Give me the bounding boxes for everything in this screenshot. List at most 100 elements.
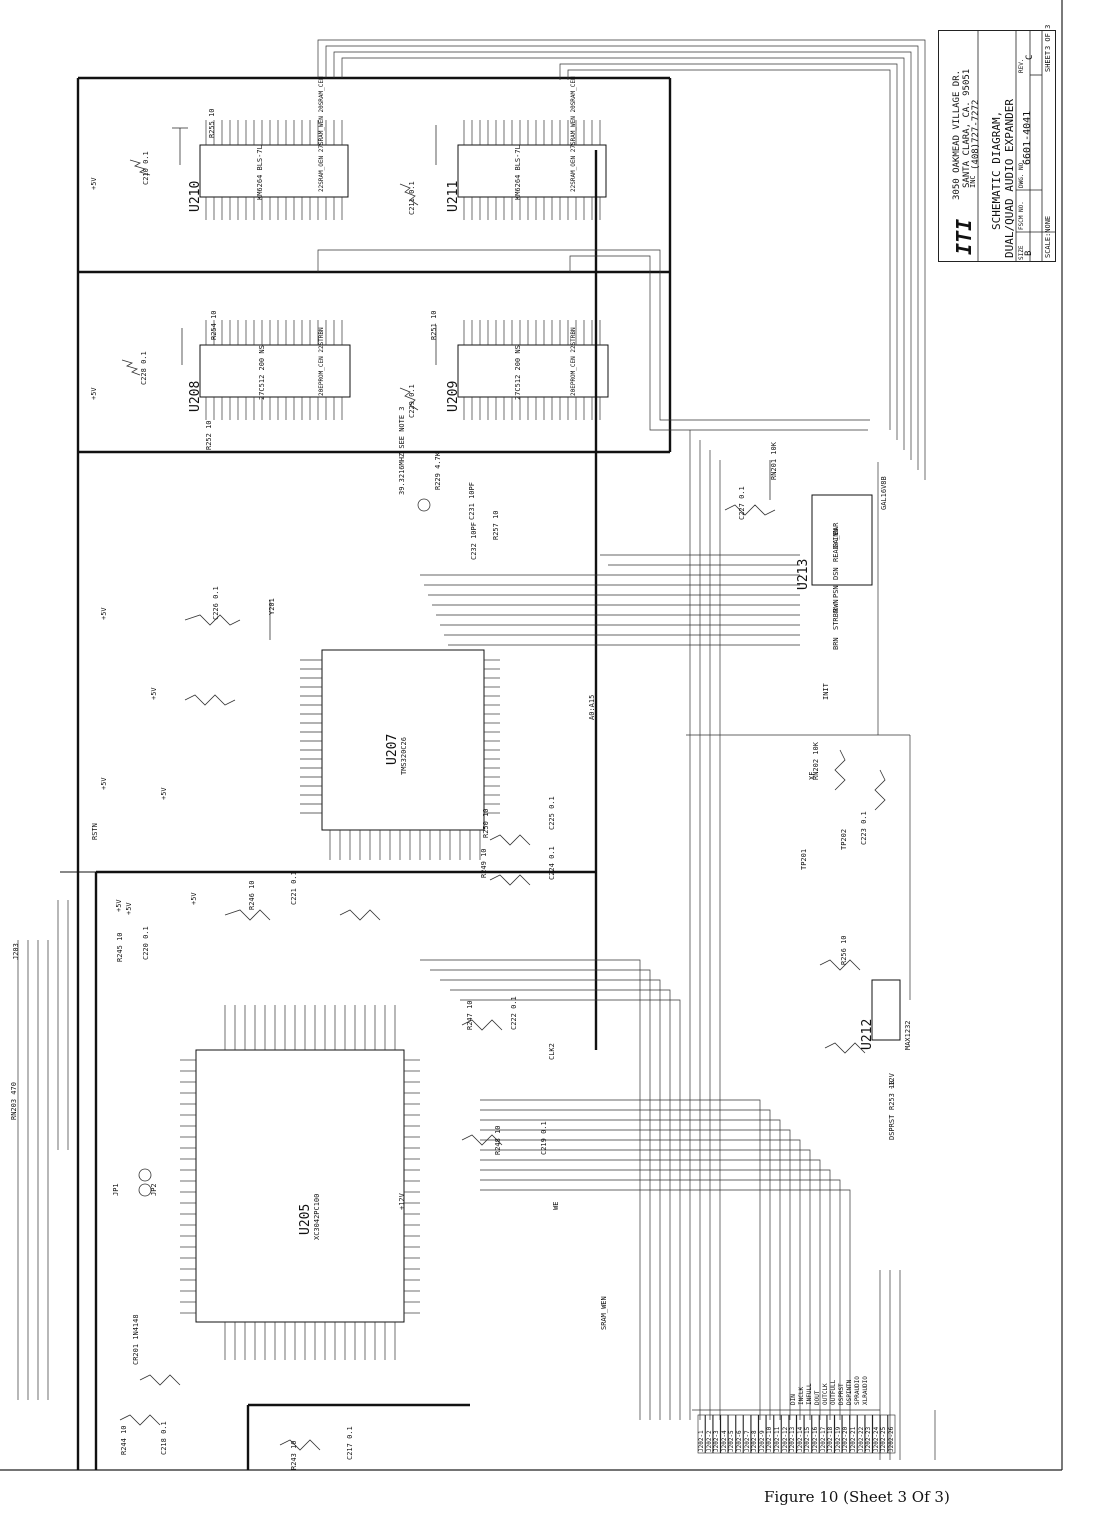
sheet-label: SHEET [1044,50,1052,72]
component-label: JP2 [150,1183,158,1196]
component-label: +5V [160,787,168,800]
connector-pin [758,1414,767,1454]
connector-j202 [697,1414,896,1454]
component-label: TP201 [800,848,808,870]
connector-pin [750,1414,759,1454]
chip-u213 [811,494,873,586]
component-label: C231 10PF [468,482,476,520]
connector-signal-label: DSPINTN [846,1379,853,1405]
connector-pin [720,1414,729,1454]
chip-ref-u205: U205 [298,1203,313,1235]
chip-part-u207: TMS320C26 [400,737,408,775]
component-label: R244 10 [120,1425,128,1455]
connector-pin [728,1414,736,1454]
title-block [938,30,1056,262]
connector-pin-label: J202-24 [872,1426,880,1452]
component-label: R249 10 [480,848,488,878]
component-label: +5V [100,607,108,620]
connector-pin-label: J202-16 [812,1426,819,1452]
component-label: R255 10 [208,108,216,138]
chip-ref-u209: U209 [446,380,461,412]
connector-signal-label: XLRAUDIO [862,1376,869,1405]
connector-pin [735,1414,744,1454]
figure-caption: Figure 10 (Sheet 3 Of 3) [764,1488,950,1506]
component-label: R250 10 [482,808,490,838]
component-label: JP1 [112,1183,120,1196]
component-label: +5V [190,892,198,905]
component-label: C218 0.1 [160,1421,168,1455]
connector-signal-label: INFULL [806,1383,813,1405]
component-label: C232 10PF [470,522,478,560]
drawing-title-2: DUAL/QUAD AUDIO EXPANDER [1003,99,1016,258]
connector-pin-label: J202-12 [781,1426,789,1452]
component-label: DSPRST [888,1114,896,1140]
component-label: R254 10 [210,310,218,340]
connector-pin-label: J202-8 [751,1430,759,1452]
chip-u212 [871,979,901,1041]
connector-pin [834,1414,843,1454]
component-label: BRN [832,637,840,650]
component-label: RSTN [91,823,99,840]
connector-signal-label: SPRAUDIO [854,1376,861,1405]
connector-pin-label: J202-22 [857,1426,865,1452]
component-label: 39.3216MHZ SEE NOTE 3 [398,406,406,495]
chip-ref-u208: U208 [188,380,203,412]
chip-note-u209: 20EPROM_CEN 22STRBN [570,327,577,396]
chip-ref-u207: U207 [385,733,400,765]
component-label: C217 0.1 [346,1426,354,1460]
connector-pin-label: J202-9 [758,1430,766,1452]
connector-pin-label: J202-13 [789,1426,797,1452]
connector-signal-label: DOUT [814,1390,821,1405]
component-label: GA_BAR [832,522,840,548]
connector-pin [705,1414,713,1454]
connector-pin [849,1414,858,1454]
component-label: R256 10 [840,935,848,965]
passives [119,125,886,1451]
connector-pin [880,1414,888,1454]
component-label: WE [552,1201,560,1210]
chip-part-u212: MAX1232 [904,1020,912,1050]
fscm-label: FSCM NO. [1018,201,1025,230]
connector-signal-label: DIN [790,1394,797,1405]
component-label: R245 10 [116,932,124,962]
component-label: R229 4.7K [434,452,442,490]
sheet-frame [0,0,1063,1471]
connector-pin-label: J202-10 [766,1426,774,1452]
chip-part-u210: KM6264 BLS-7L [256,145,264,200]
component-label: J203 [12,943,20,960]
chip-u207 [321,649,485,831]
chip-ref-u211: U211 [446,180,461,212]
connector-pin-label: J202-3 [713,1430,721,1452]
component-label: C228 0.1 [140,351,148,385]
connector-pin-label: J202-19 [834,1426,842,1452]
component-label: A0:A15 [588,694,596,720]
connector-pin-label: J202-7 [743,1430,751,1452]
connector-pin [804,1414,812,1454]
connector-pin-label: J202-25 [880,1426,888,1452]
connector-pin [796,1414,805,1454]
component-label: TP202 [840,828,848,850]
component-label: R251 10 [430,310,438,340]
connector-pin [712,1414,721,1454]
connector-pin [811,1414,820,1454]
scale-label: SCALE:NONE [1044,215,1052,258]
chip-part-u213: GAL16V8B [880,476,888,510]
chip-part-u205: XC3042PC100 [313,1193,321,1240]
component-label: R257 10 [492,510,500,540]
component-label: XF [808,771,816,780]
connector-pin [697,1414,706,1454]
chip-ref-u210: U210 [188,180,203,212]
connector-signal-label: OUTFULL [830,1379,837,1405]
connector-signal-label: DSPRST [838,1383,845,1405]
component-label: C227 0.1 [738,486,746,520]
component-label: C220 0.1 [142,926,150,960]
component-label: CLK2 [548,1043,556,1060]
logo: ITI [952,218,976,255]
connector-pin-label: J202-18 [827,1426,835,1452]
connector-pin [766,1414,774,1454]
component-label: C224 0.1 [548,846,556,880]
connector-pin-label: J202-14 [796,1426,804,1452]
connector-pin [773,1414,782,1454]
chip-note-u208: 20EPROM_CEN 22STRBN [318,327,325,396]
